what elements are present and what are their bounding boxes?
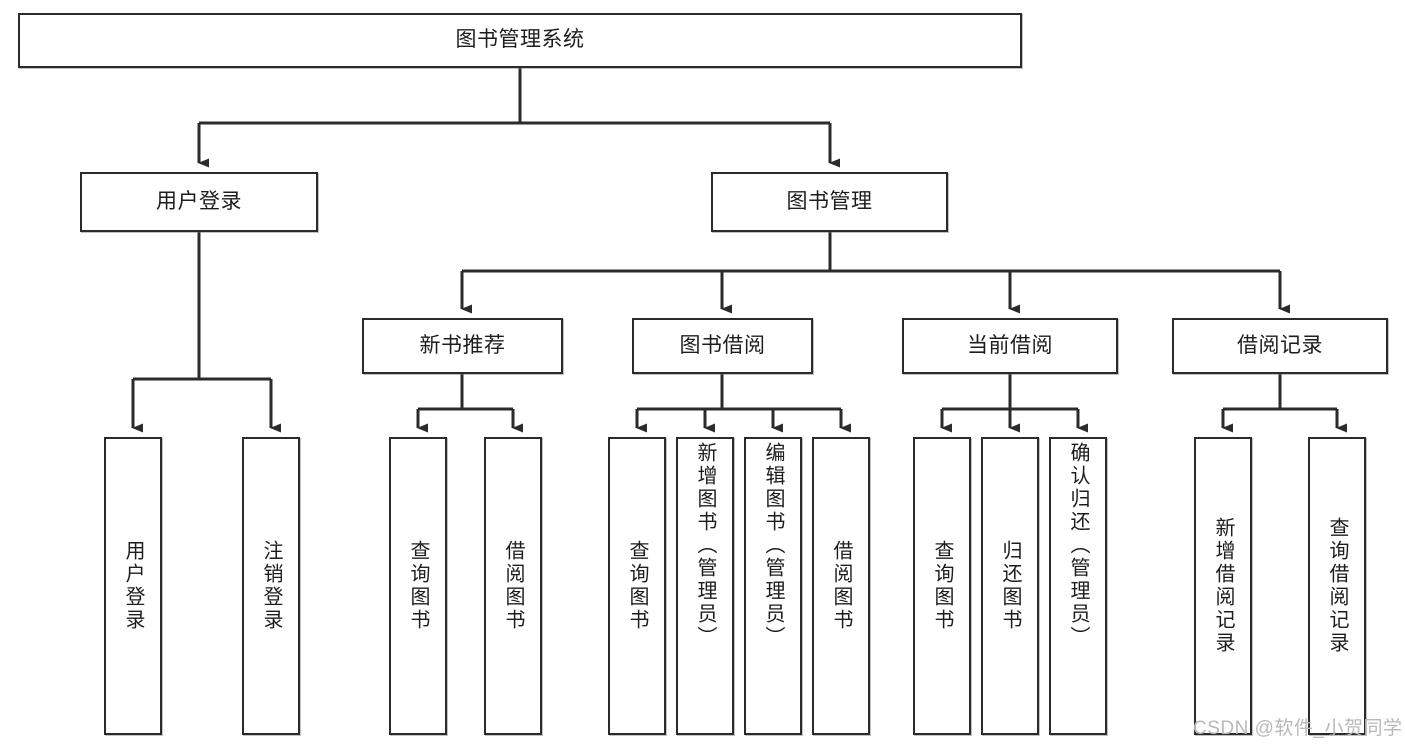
node-leaf-confirm-return-admin[interactable]: 确认归还（管理员） xyxy=(1049,437,1107,735)
node-label: 注销登录 xyxy=(260,540,282,632)
node-book-borrow[interactable]: 图书借阅 xyxy=(632,318,813,374)
node-label: 用户登录 xyxy=(156,189,242,213)
node-root-system[interactable]: 图书管理系统 xyxy=(18,13,1022,68)
node-label: 查询图书 xyxy=(407,540,429,632)
node-label: 借阅记录 xyxy=(1237,333,1323,357)
node-label: 归还图书 xyxy=(999,540,1021,632)
node-label: 查询借阅记录 xyxy=(1326,517,1348,655)
node-leaf-edit-book-admin[interactable]: 编辑图书（管理员） xyxy=(744,437,802,735)
node-label: 图书借阅 xyxy=(679,333,766,357)
node-new-book-recommend[interactable]: 新书推荐 xyxy=(362,318,563,374)
node-book-manage[interactable]: 图书管理 xyxy=(711,172,948,232)
node-label: 借阅图书 xyxy=(830,540,852,632)
node-label: 确认归还（管理员） xyxy=(1067,442,1089,649)
node-label: 当前借阅 xyxy=(967,333,1053,357)
node-label: 借阅图书 xyxy=(502,540,524,632)
node-label: 用户登录 xyxy=(122,540,144,632)
node-current-borrow[interactable]: 当前借阅 xyxy=(902,318,1118,374)
node-leaf-query-book-current[interactable]: 查询图书 xyxy=(913,437,971,735)
node-leaf-return-book[interactable]: 归还图书 xyxy=(981,437,1039,735)
node-borrow-record[interactable]: 借阅记录 xyxy=(1172,318,1388,374)
node-label: 新书推荐 xyxy=(419,333,506,357)
node-leaf-user-login[interactable]: 用户登录 xyxy=(104,437,162,735)
node-label: 查询图书 xyxy=(931,540,953,632)
node-leaf-add-borrow-record[interactable]: 新增借阅记录 xyxy=(1194,437,1252,735)
node-leaf-borrow-book[interactable]: 借阅图书 xyxy=(812,437,870,735)
node-user-login[interactable]: 用户登录 xyxy=(80,172,318,232)
node-leaf-borrow-book-recommend[interactable]: 借阅图书 xyxy=(484,437,542,735)
node-label: 编辑图书（管理员） xyxy=(762,442,784,649)
node-leaf-query-book-borrow[interactable]: 查询图书 xyxy=(608,437,666,735)
node-leaf-query-borrow-record[interactable]: 查询借阅记录 xyxy=(1308,437,1366,735)
watermark-csdn: CSDN @软件_小贺同学 xyxy=(1193,718,1403,739)
node-label: 新增借阅记录 xyxy=(1212,517,1234,655)
node-leaf-logout-login[interactable]: 注销登录 xyxy=(242,437,300,735)
node-label: 查询图书 xyxy=(626,540,648,632)
node-leaf-query-book-recommend[interactable]: 查询图书 xyxy=(389,437,447,735)
node-label: 图书管理系统 xyxy=(455,28,585,52)
node-label: 图书管理 xyxy=(786,189,873,213)
node-leaf-add-book-admin[interactable]: 新增图书（管理员） xyxy=(676,437,734,735)
node-label: 新增图书（管理员） xyxy=(694,442,716,649)
